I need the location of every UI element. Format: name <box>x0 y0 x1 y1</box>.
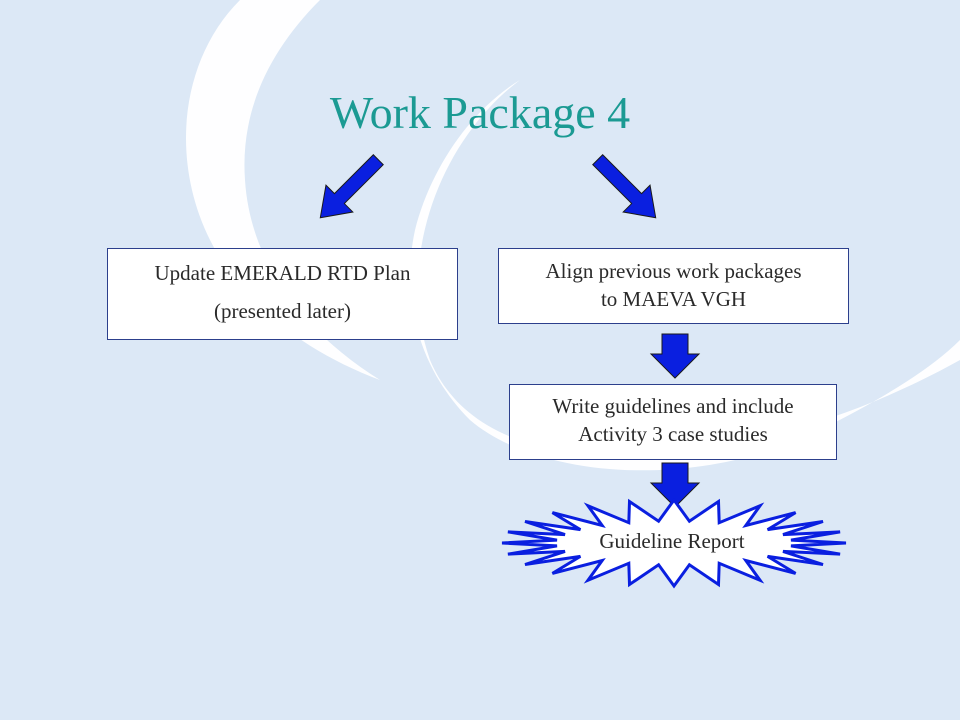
swoosh-inner-band <box>186 0 380 380</box>
guideline-report-label: Guideline Report <box>599 529 745 553</box>
page-title: Work Package 4 <box>329 87 631 138</box>
align-packages-line1: Align previous work packages <box>545 259 802 283</box>
align-packages-box: Align previous work packages to MAEVA VG… <box>498 248 849 324</box>
align-packages-line2: to MAEVA VGH <box>600 287 747 311</box>
write-guidelines-line2: Activity 3 case studies <box>578 422 768 446</box>
update-plan-line2: (presented later) <box>213 299 351 323</box>
update-plan-line1: Update EMERALD RTD Plan <box>154 261 411 285</box>
write-guidelines-box: Write guidelines and include Activity 3 … <box>509 384 837 460</box>
update-plan-box: Update EMERALD RTD Plan (presented later… <box>107 248 458 340</box>
write-guidelines-line1: Write guidelines and include <box>552 394 794 418</box>
